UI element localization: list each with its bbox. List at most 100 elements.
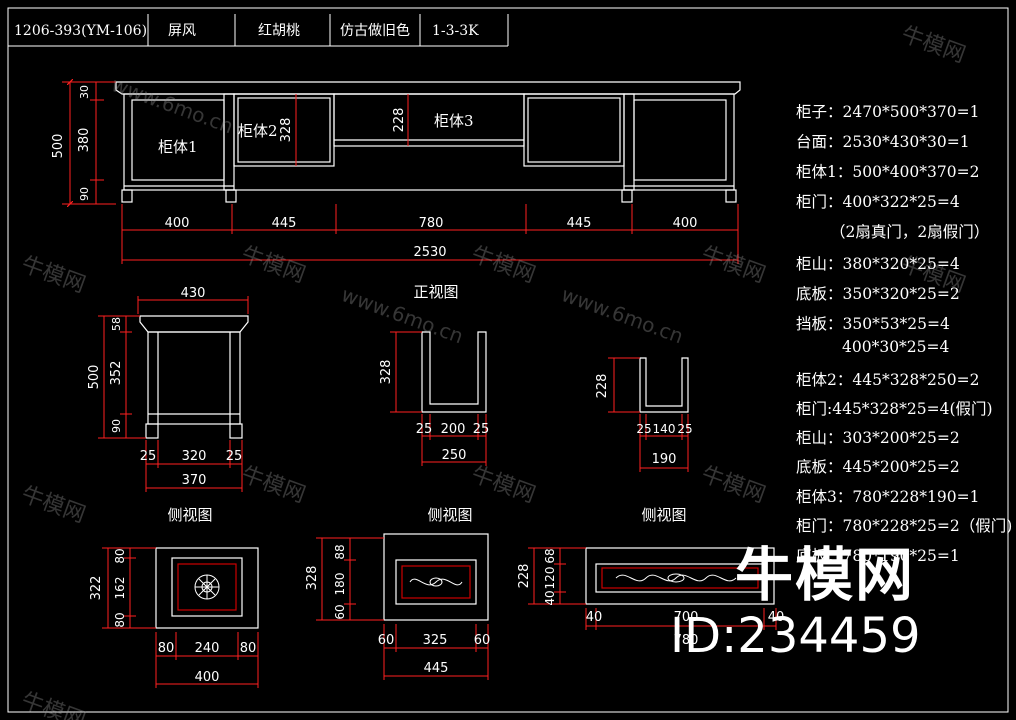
door-panel-3: [585, 547, 775, 605]
door1-title: 侧视图: [167, 506, 212, 524]
watermark-brand: 牛模网: [18, 252, 89, 298]
door2-width-c: 60: [474, 633, 491, 648]
side1-height-total: 500: [87, 365, 102, 390]
front-view-title: 正视图: [413, 283, 458, 301]
cabinet3-height: 228: [392, 108, 407, 133]
door2-height-a: 88: [333, 544, 347, 559]
door2-height-b: 180: [333, 573, 347, 596]
side2-width-mid: 200: [441, 422, 466, 437]
door3-width-a: 40: [586, 610, 603, 625]
cabinet2-label: 柜体2: [238, 122, 278, 140]
front-width-total: 2530: [413, 245, 446, 260]
flower-carving: [194, 574, 220, 600]
door3-width-total: 780: [674, 633, 699, 648]
door3-dimensions: [528, 547, 777, 630]
drawing-frame: [7, 7, 1009, 713]
finish: 仿古做旧色: [340, 23, 410, 39]
watermark-brand: 牛模网: [18, 688, 89, 720]
door2-height-total: 328: [305, 566, 320, 591]
cabinet3-label: 柜体3: [434, 112, 474, 130]
spec-line: 柜门:445*328*25=4(假门): [796, 400, 993, 418]
watermark-site: www.6mo.cn: [558, 282, 686, 348]
door2-width-a: 60: [378, 633, 395, 648]
cabinet1-label: 柜体1: [158, 138, 198, 156]
title-block: [8, 14, 509, 47]
watermark-logo: 牛模网: [735, 541, 916, 609]
door-panel-1: [155, 547, 259, 629]
side1-top-width: 430: [181, 286, 206, 301]
side-view-2: [421, 331, 487, 413]
cabinet2-height: 328: [279, 118, 294, 143]
material: 红胡桃: [258, 23, 300, 39]
door3-width-c: 40: [768, 610, 785, 625]
side1-height-top: 58: [110, 317, 123, 331]
spec-line: （2扇真门，2扇假门）: [830, 223, 990, 241]
watermark-id: ID:234459: [670, 608, 921, 664]
door1-width-total: 400: [195, 670, 220, 685]
spec-line: 柜体1：500*400*370=2: [796, 163, 980, 181]
door1-height-total: 322: [89, 576, 104, 601]
watermark-brand: 牛模网: [698, 462, 769, 508]
drawing-code: 1206-393(YM-106): [14, 23, 148, 39]
watermark-brand: 牛模网: [898, 22, 969, 68]
lead-time: 1-3-3K: [432, 23, 479, 39]
door1-width-a: 80: [158, 641, 175, 656]
spec-line: 柜体3：780*228*190=1: [796, 488, 980, 506]
watermark-brand: 牛模网: [18, 482, 89, 528]
side3-width-total: 190: [652, 452, 677, 467]
spec-line: 底板：350*320*25=2: [796, 285, 960, 303]
door3-height-b: 120: [543, 567, 557, 590]
side3-width-mid: 140: [653, 422, 676, 436]
front-width-1: 400: [165, 216, 190, 231]
watermark-brand: 牛模网: [468, 242, 539, 288]
long-scroll-carving: [615, 573, 737, 583]
spec-line: 台面：2530*430*30=1: [796, 133, 970, 151]
door2-dimensions: [316, 537, 489, 680]
side3-width-right: 25: [677, 422, 692, 436]
spec-line: 柜山：303*200*25=2: [796, 429, 960, 447]
scroll-carving: [409, 577, 463, 587]
door1-dimensions: [102, 547, 259, 688]
door1-width-c: 80: [240, 641, 257, 656]
front-width-3: 780: [419, 216, 444, 231]
spec-line: 柜体2：445*328*250=2: [796, 371, 980, 389]
spec-line: 柜门：780*228*25=2（假门): [796, 517, 1013, 535]
side-view-3: [639, 357, 689, 413]
watermark-brand: 牛模网: [238, 242, 309, 288]
spec-line: 柜山：380*320*25=4: [796, 255, 960, 273]
product-name: 屏风: [168, 23, 196, 39]
door3-height-total: 228: [517, 564, 532, 589]
door2-height-c: 60: [333, 604, 347, 619]
front-dimensions: [62, 82, 739, 264]
side1-height-base: 90: [110, 419, 123, 433]
front-height-total: 500: [51, 134, 66, 159]
door2-width-total: 445: [424, 661, 449, 676]
door3-title: 侧视图: [641, 506, 686, 524]
front-view: [115, 81, 741, 203]
door1-height-b: 162: [113, 577, 127, 600]
side3-height: 228: [595, 374, 610, 399]
spec-line: 挡板：350*53*25=4: [796, 315, 950, 333]
side1-width-right: 25: [226, 449, 243, 464]
door-panel-2: [383, 533, 489, 621]
spec-line: 底板：445*200*25=2: [796, 458, 960, 476]
side1-height-mid: 352: [109, 361, 124, 386]
spec-line: 柜门：400*322*25=4: [796, 193, 960, 211]
spec-line: 底板：780*190*25=1: [796, 547, 960, 565]
side1-width-mid: 320: [182, 449, 207, 464]
door3-width-b: 700: [674, 610, 699, 625]
side2-width-right: 25: [473, 422, 490, 437]
front-width-4: 445: [567, 216, 592, 231]
side2-dimensions: [390, 331, 487, 466]
front-height-mid: 380: [77, 128, 92, 153]
watermark-brand: 牛模网: [468, 462, 539, 508]
side-view-1: [139, 315, 249, 439]
watermark-brand: 牛模网: [238, 462, 309, 508]
door2-width-b: 325: [423, 633, 448, 648]
side2-width-total: 250: [442, 448, 467, 463]
side1-dimensions: [98, 296, 249, 492]
door3-height-a: 68: [543, 548, 557, 563]
door1-width-b: 240: [195, 641, 220, 656]
side2-height: 328: [379, 360, 394, 385]
